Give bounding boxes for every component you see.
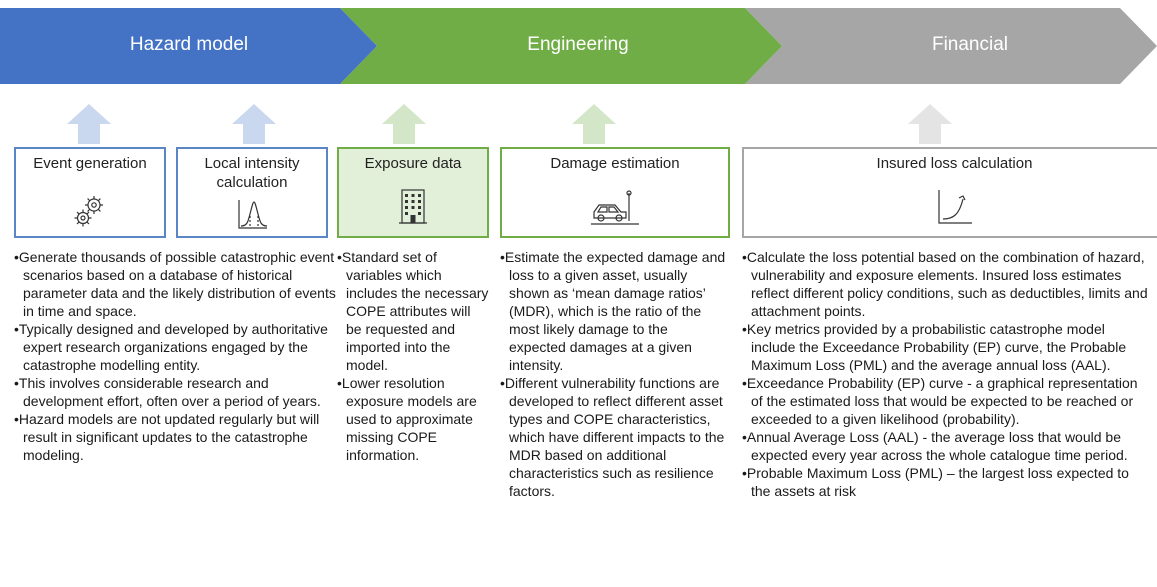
gears-icon	[74, 196, 103, 227]
bullet-item: •Estimate the expected damage and loss t…	[500, 249, 726, 373]
bullet-item: •Standard set of variables which include…	[337, 249, 489, 373]
car-crash-icon	[591, 190, 639, 225]
stage-financial-label: Financial	[931, 34, 1009, 55]
intensity-curve-icon	[238, 200, 268, 229]
bullet-item: •Probable Maximum Loss (PML) – the large…	[742, 465, 1129, 499]
stage-hazard-label: Hazard model	[129, 34, 249, 55]
up-arrow-icon	[67, 104, 111, 144]
up-arrow-icon	[572, 104, 616, 144]
box-title: Exposure data	[364, 155, 462, 172]
damage-description: •Estimate the expected damage and loss t…	[500, 248, 728, 500]
local-intensity-box: Local intensity calculation	[176, 147, 328, 238]
process-chevrons	[0, 8, 1157, 84]
chevron-hazard	[0, 8, 377, 84]
bullet-item: •Calculate the loss potential based on t…	[742, 249, 1148, 319]
bullet-item: •Annual Average Loss (AAL) - the average…	[742, 429, 1128, 463]
bullet-item: •Hazard models are not updated regularly…	[14, 411, 320, 463]
damage-estimation-box: Damage estimation	[500, 147, 730, 238]
bullet-item: •Key metrics provided by a probabilistic…	[742, 321, 1127, 373]
up-arrow-icon	[232, 104, 276, 144]
box-title: Local intensity calculation	[204, 155, 300, 191]
box-title: Insured loss calculation	[876, 155, 1033, 172]
exposure-description: •Standard set of variables which include…	[337, 248, 489, 464]
bullet-item: •This involves considerable research and…	[14, 375, 321, 409]
exposure-data-box: Exposure data	[337, 147, 489, 238]
exponential-curve-icon	[937, 190, 972, 224]
chevron-financial	[745, 8, 1157, 84]
bullet-item: •Exceedance Probability (EP) curve - a g…	[742, 375, 1138, 427]
chevron-engineering	[340, 8, 782, 84]
box-title: Damage estimation	[550, 155, 680, 172]
bullet-item: •Typically designed and developed by aut…	[14, 321, 328, 373]
up-arrow-icon	[908, 104, 952, 144]
stage-engineering-label: Engineering	[527, 34, 629, 55]
financial-description: •Calculate the loss potential based on t…	[742, 248, 1152, 500]
event-generation-box: Event generation	[14, 147, 166, 238]
hazard-description: •Generate thousands of possible catastro…	[14, 248, 336, 464]
bullet-item: •Lower resolution exposure models are us…	[337, 375, 477, 463]
up-arrow-icon	[382, 104, 426, 144]
insured-loss-box: Insured loss calculation	[742, 147, 1157, 238]
bullet-item: •Generate thousands of possible catastro…	[14, 249, 336, 319]
building-icon	[399, 189, 427, 224]
box-title: Event generation	[33, 155, 147, 172]
bullet-item: •Different vulnerability functions are d…	[500, 375, 725, 499]
